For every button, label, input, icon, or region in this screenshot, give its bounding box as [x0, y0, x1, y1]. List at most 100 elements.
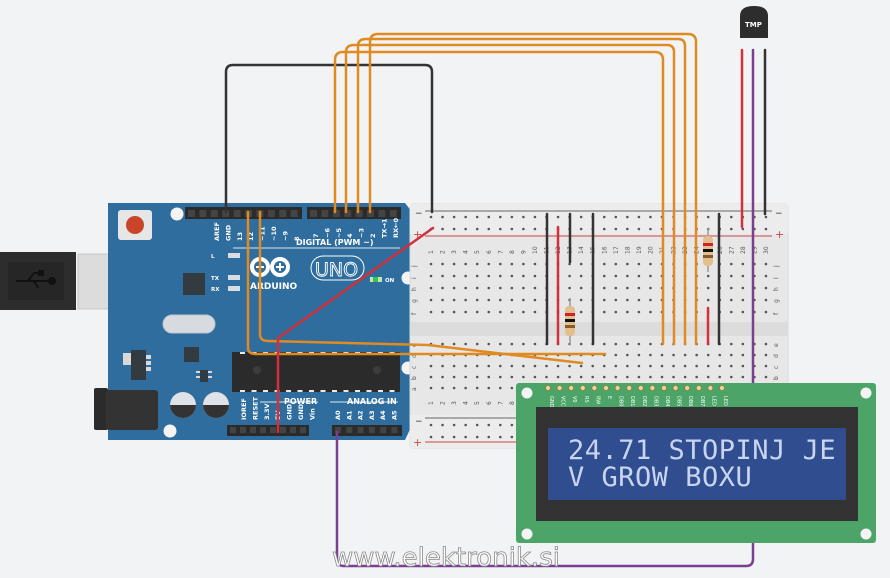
breadboard-hole[interactable]	[730, 364, 733, 368]
breadboard-hole[interactable]	[637, 274, 641, 278]
breadboard-hole[interactable]	[637, 227, 641, 231]
breadboard-hole[interactable]	[649, 227, 652, 231]
lcd-pin[interactable]	[603, 384, 610, 391]
breadboard-hole[interactable]	[626, 298, 629, 302]
breadboard-hole[interactable]	[441, 262, 444, 266]
breadboard-hole[interactable]	[556, 364, 560, 368]
lcd-pin[interactable]	[568, 384, 575, 391]
breadboard-hole[interactable]	[464, 262, 467, 266]
header-socket[interactable]	[332, 210, 340, 217]
breadboard-hole[interactable]	[741, 353, 745, 357]
header-socket[interactable]	[250, 427, 256, 433]
breadboard-hole[interactable]	[626, 274, 629, 278]
breadboard-hole[interactable]	[741, 227, 745, 231]
wire-red-5v[interactable]	[276, 226, 435, 434]
breadboard-hole[interactable]	[429, 423, 433, 427]
breadboard-hole[interactable]	[510, 375, 514, 379]
breadboard-hole[interactable]	[475, 274, 479, 278]
breadboard-hole[interactable]	[614, 364, 618, 368]
breadboard-hole[interactable]	[464, 286, 467, 290]
breadboard-hole[interactable]	[579, 286, 583, 290]
wire-orange-d2[interactable]	[368, 32, 698, 346]
breadboard-hole[interactable]	[579, 274, 583, 278]
breadboard-hole[interactable]	[764, 286, 768, 290]
breadboard-hole[interactable]	[441, 227, 444, 231]
breadboard-hole[interactable]	[475, 262, 479, 266]
breadboard-hole[interactable]	[764, 364, 768, 368]
breadboard-hole[interactable]	[510, 286, 514, 290]
breadboard-hole[interactable]	[672, 364, 675, 368]
breadboard-hole[interactable]	[660, 375, 664, 379]
breadboard-hole[interactable]	[441, 435, 444, 439]
header-socket[interactable]	[222, 210, 230, 217]
breadboard-hole[interactable]	[637, 342, 641, 346]
breadboard-hole[interactable]	[730, 310, 733, 314]
lcd-pin[interactable]	[695, 384, 702, 391]
breadboard-hole[interactable]	[441, 386, 444, 390]
breadboard-hole[interactable]	[522, 342, 525, 346]
breadboard-hole[interactable]	[626, 262, 629, 266]
breadboard-hole[interactable]	[649, 286, 652, 290]
breadboard-hole[interactable]	[441, 423, 444, 427]
breadboard-hole[interactable]	[533, 342, 537, 346]
breadboard-hole[interactable]	[718, 364, 722, 368]
breadboard-hole[interactable]	[649, 364, 652, 368]
breadboard-hole[interactable]	[602, 227, 606, 231]
breadboard-hole[interactable]	[487, 435, 491, 439]
breadboard-hole[interactable]	[602, 262, 606, 266]
breadboard-hole[interactable]	[533, 286, 537, 290]
breadboard-hole[interactable]	[475, 342, 479, 346]
header-socket[interactable]	[300, 427, 306, 433]
breadboard-hole[interactable]	[741, 298, 745, 302]
lcd-pin[interactable]	[614, 384, 621, 391]
reset-button[interactable]	[118, 210, 152, 240]
breadboard-hole[interactable]	[649, 298, 652, 302]
breadboard-hole[interactable]	[626, 310, 629, 314]
breadboard-hole[interactable]	[452, 310, 456, 314]
breadboard-hole[interactable]	[510, 364, 514, 368]
breadboard-hole[interactable]	[649, 262, 652, 266]
breadboard-hole[interactable]	[545, 364, 548, 368]
header-socket[interactable]	[210, 210, 218, 217]
breadboard-hole[interactable]	[730, 298, 733, 302]
breadboard-hole[interactable]	[429, 262, 433, 266]
breadboard-hole[interactable]	[464, 342, 467, 346]
breadboard-hole[interactable]	[499, 274, 502, 278]
breadboard-hole[interactable]	[649, 353, 652, 357]
breadboard-hole[interactable]	[499, 435, 502, 439]
breadboard-hole[interactable]	[579, 215, 583, 219]
breadboard-hole[interactable]	[614, 215, 618, 219]
breadboard-hole[interactable]	[637, 262, 641, 266]
breadboard-hole[interactable]	[510, 274, 514, 278]
breadboard-hole[interactable]	[464, 227, 467, 231]
breadboard-hole[interactable]	[764, 227, 768, 231]
breadboard-hole[interactable]	[649, 274, 652, 278]
breadboard-hole[interactable]	[499, 342, 502, 346]
breadboard-hole[interactable]	[499, 386, 502, 390]
breadboard-hole[interactable]	[660, 353, 664, 357]
breadboard-hole[interactable]	[441, 310, 444, 314]
breadboard-hole[interactable]	[730, 286, 733, 290]
breadboard-hole[interactable]	[499, 423, 502, 427]
breadboard-hole[interactable]	[626, 342, 629, 346]
breadboard-hole[interactable]	[522, 364, 525, 368]
breadboard-hole[interactable]	[441, 298, 444, 302]
breadboard-hole[interactable]	[718, 375, 722, 379]
breadboard-hole[interactable]	[464, 215, 467, 219]
breadboard-hole[interactable]	[464, 386, 467, 390]
breadboard-hole[interactable]	[464, 423, 467, 427]
breadboard-hole[interactable]	[764, 262, 768, 266]
header-socket[interactable]	[188, 210, 195, 217]
breadboard-hole[interactable]	[533, 227, 537, 231]
breadboard-hole[interactable]	[730, 215, 733, 219]
breadboard-hole[interactable]	[487, 423, 491, 427]
breadboard-hole[interactable]	[568, 274, 571, 278]
breadboard-hole[interactable]	[764, 215, 768, 219]
breadboard-hole[interactable]	[487, 364, 491, 368]
breadboard-hole[interactable]	[487, 274, 491, 278]
breadboard-hole[interactable]	[429, 274, 433, 278]
breadboard-hole[interactable]	[602, 310, 606, 314]
breadboard-hole[interactable]	[429, 364, 433, 368]
header-socket[interactable]	[355, 210, 363, 217]
breadboard-hole[interactable]	[602, 342, 606, 346]
